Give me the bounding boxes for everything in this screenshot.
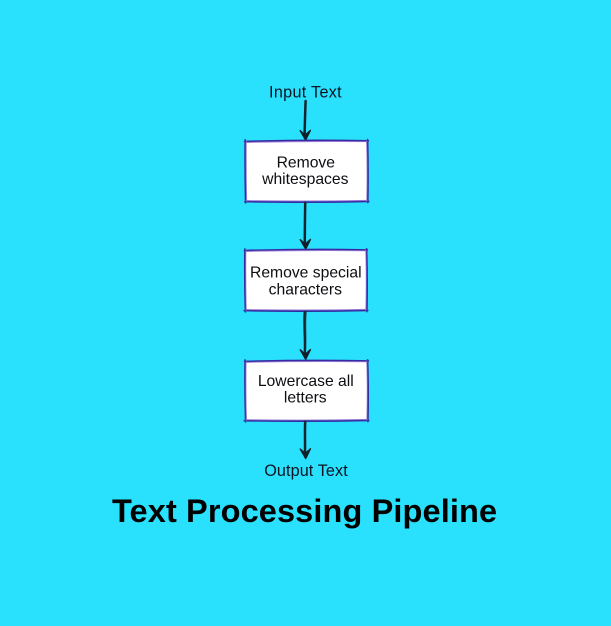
svg-text:Remove: Remove <box>277 155 336 172</box>
svg-text:letters: letters <box>284 390 327 407</box>
svg-text:characters: characters <box>269 281 342 298</box>
svg-text:Output Text: Output Text <box>264 462 348 480</box>
svg-text:Remove special: Remove special <box>250 265 362 282</box>
svg-text:Text Processing Pipeline: Text Processing Pipeline <box>112 493 497 529</box>
svg-text:Lowercase all: Lowercase all <box>258 373 354 390</box>
svg-text:Input Text: Input Text <box>269 83 342 101</box>
svg-text:whitespaces: whitespaces <box>261 171 348 188</box>
